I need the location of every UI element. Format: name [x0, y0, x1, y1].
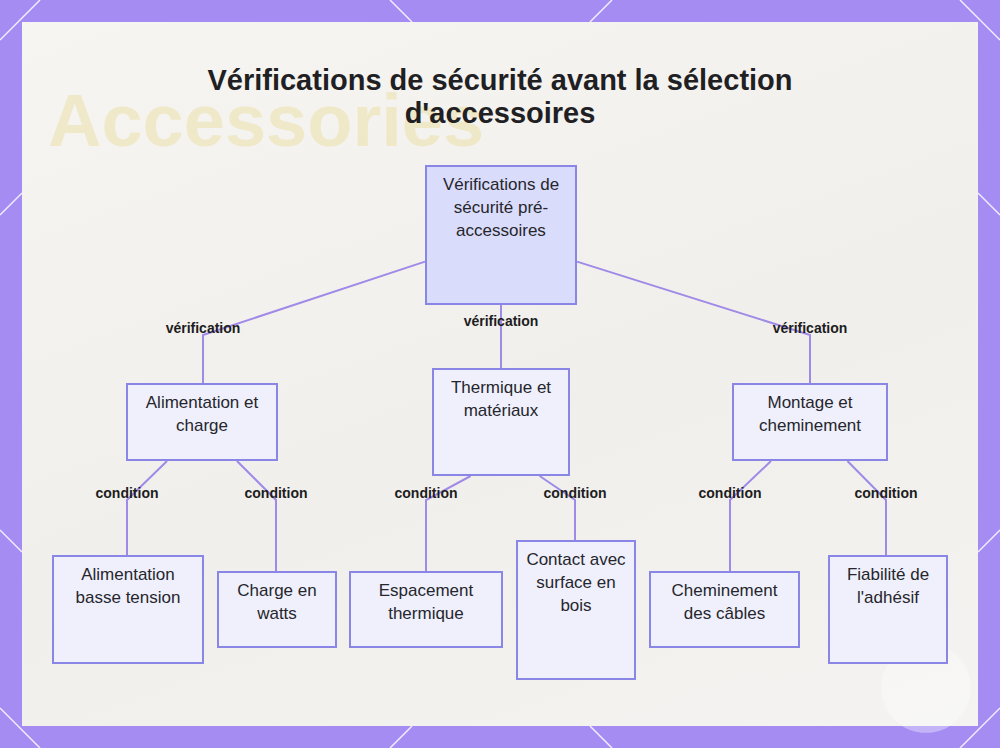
edge-label: condition: [855, 485, 918, 501]
edge-label: condition: [699, 485, 762, 501]
edge-label: condition: [544, 485, 607, 501]
root-box: Vérifications de sécurité pré-accessoire…: [425, 165, 577, 305]
connector-line: [847, 461, 886, 555]
edge-label: vérification: [464, 313, 539, 329]
edge-label: condition: [395, 485, 458, 501]
connector-line: [730, 461, 771, 571]
edge-label: vérification: [166, 320, 241, 336]
node-text: Fiabilité de l'adhésif: [838, 563, 938, 609]
edge-label: condition: [96, 485, 159, 501]
edge-label: vérification: [773, 320, 848, 336]
node-text: Alimentation et charge: [136, 391, 268, 437]
edge-label: condition: [245, 485, 308, 501]
category-box: Alimentation et charge: [126, 383, 278, 461]
node-text: Alimentation basse tension: [62, 563, 194, 609]
condition-box: Contact avec surface en bois: [516, 540, 636, 680]
condition-box: Fiabilité de l'adhésif: [828, 555, 948, 664]
diagram-title: Vérifications de sécurité avant la sélec…: [200, 64, 800, 130]
node-text: Charge en watts: [227, 579, 327, 625]
category-box: Montage et cheminement: [732, 383, 888, 461]
connector-line: [237, 461, 276, 571]
node-text: Contact avec surface en bois: [526, 548, 626, 617]
condition-box: Charge en watts: [217, 571, 337, 648]
condition-box: Cheminement des câbles: [649, 571, 800, 648]
node-text: Espacement thermique: [359, 579, 493, 625]
condition-box: Espacement thermique: [349, 571, 503, 648]
node-text: Thermique et matériaux: [442, 376, 560, 422]
connector-line: [127, 461, 167, 555]
category-box: Thermique et matériaux: [432, 368, 570, 476]
node-text: Cheminement des câbles: [659, 579, 790, 625]
node-text: Vérifications de sécurité pré-accessoire…: [435, 173, 567, 242]
node-text: Montage et cheminement: [742, 391, 878, 437]
condition-box: Alimentation basse tension: [52, 555, 204, 664]
